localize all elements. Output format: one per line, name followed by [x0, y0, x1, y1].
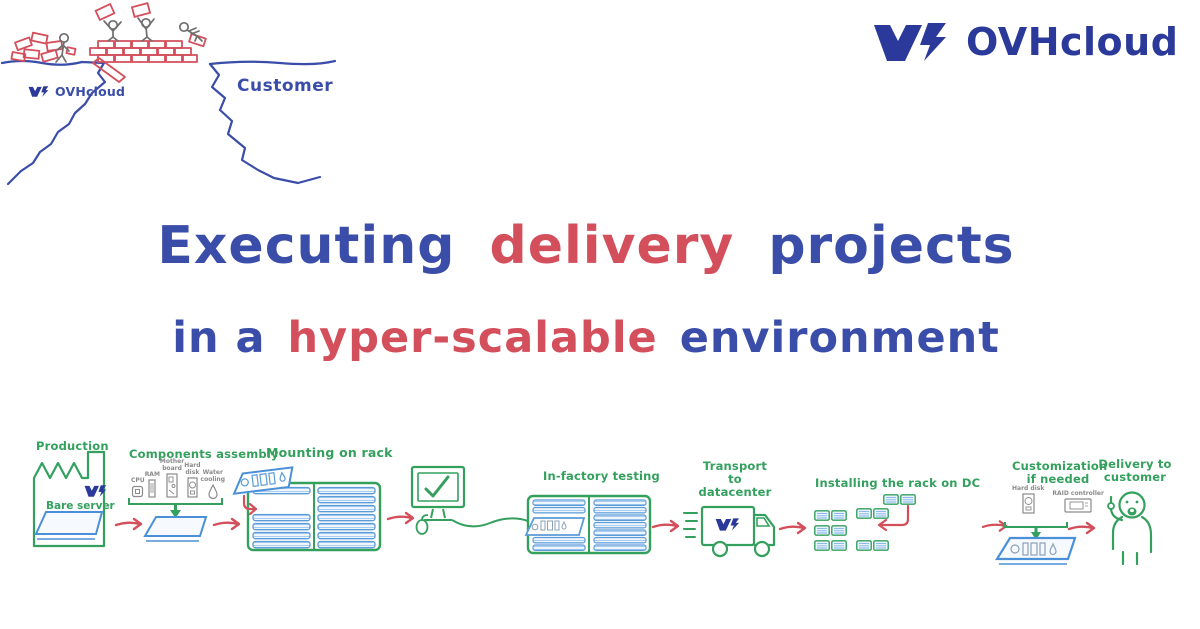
ovhcloud-logo: OVHcloud [872, 18, 1178, 66]
mouse-icon [415, 514, 429, 535]
speed-lines [683, 512, 698, 538]
title-word: environment [679, 313, 1000, 364]
step-label-customization: Customization if needed [1012, 459, 1108, 486]
title-word: delivery [489, 216, 735, 276]
server-tray-icon [995, 536, 1077, 565]
component-hard-disk: Hard disk [184, 462, 201, 498]
flow-arrow [651, 519, 680, 533]
flow-arrow [1067, 521, 1096, 535]
bridge-scene [0, 1, 337, 186]
title-word: projects [768, 216, 1015, 276]
component-water-cooling: Water cooling [201, 469, 225, 500]
hero-ovhcloud-label: OVHcloud [28, 84, 125, 99]
monitor-check-icon [410, 465, 529, 535]
title-line-2: in a hyper-scalable environment [0, 313, 1172, 364]
cpu-icon [132, 485, 144, 498]
bare-server-label: Bare server [46, 500, 115, 512]
page-title: Executing delivery projects in a hyper-scal… [0, 216, 1200, 364]
customization-components-row: Hard disk RAID controller [1012, 485, 1104, 515]
step-label-installing-rack: Installing the rack on DC [815, 476, 981, 490]
hard-disk-icon [1022, 493, 1035, 515]
cliff-outlines [0, 59, 337, 186]
check-icon [424, 475, 450, 498]
brick-bridge [10, 31, 207, 83]
ovhcloud-logo-mark-small [28, 85, 50, 98]
component-motherboard: Mother board [160, 458, 184, 498]
title-word: Executing [157, 216, 456, 276]
customer-person-icon [1107, 491, 1153, 566]
flow-arrow [212, 517, 241, 531]
hero-customer-label: Customer [237, 76, 334, 96]
title-word: in a [172, 313, 266, 364]
flow-arrow [386, 511, 415, 525]
step-label-delivery: Delivery to customer [1098, 457, 1172, 484]
step-label-production: Production [36, 439, 109, 453]
server-tray-icon [34, 511, 104, 540]
factory-icon [32, 450, 107, 548]
motherboard-icon [166, 473, 178, 498]
components-row: CPU RAM Mother board [131, 458, 225, 500]
ovhcloud-logo-mark [872, 18, 952, 66]
hero-ovhcloud-text: OVHcloud [55, 84, 126, 99]
customization-bracket-arrow [1004, 522, 1068, 540]
stick-figures [55, 17, 203, 63]
rack-icon [524, 494, 652, 555]
tested-tray-icon [524, 517, 586, 536]
step-label-mounting-on-rack: Mounting on rack [266, 445, 393, 460]
inserted-tray-icon [232, 466, 294, 495]
truck-icon [683, 505, 776, 558]
rack-icon [246, 481, 382, 552]
server-tray-icon [143, 516, 208, 542]
brick-pile [10, 31, 64, 63]
component-raid-controller: RAID controller [1052, 490, 1104, 514]
bridge-strut [92, 57, 126, 83]
rack-grid-icon [814, 494, 916, 551]
component-ram: RAM [145, 471, 160, 498]
step-label-components-assembly: Components assembly [129, 447, 279, 461]
ovhcloud-wordmark: OVHcloud [966, 20, 1179, 64]
cable [451, 517, 529, 528]
raid-controller-icon [1064, 498, 1092, 514]
component-cpu: CPU [131, 477, 145, 498]
ram-icon [148, 479, 156, 498]
insert-arrow [242, 494, 258, 516]
title-line-1: Executing delivery projects [0, 216, 1172, 276]
assembly-bracket-arrow [128, 498, 223, 518]
step-label-in-factory-testing: In-factory testing [543, 469, 660, 483]
step-label-transport: Transport to datacenter [698, 459, 772, 499]
flow-arrow [114, 517, 143, 531]
flow-arrow [778, 521, 807, 535]
insert-arrow [877, 504, 910, 532]
hard-disk-icon [187, 477, 198, 498]
droplet-icon [208, 483, 218, 500]
component-hard-disk: Hard disk [1012, 485, 1044, 515]
ovhcloud-logo-mark-tiny [715, 518, 740, 531]
title-word: hyper-scalable [287, 313, 658, 364]
